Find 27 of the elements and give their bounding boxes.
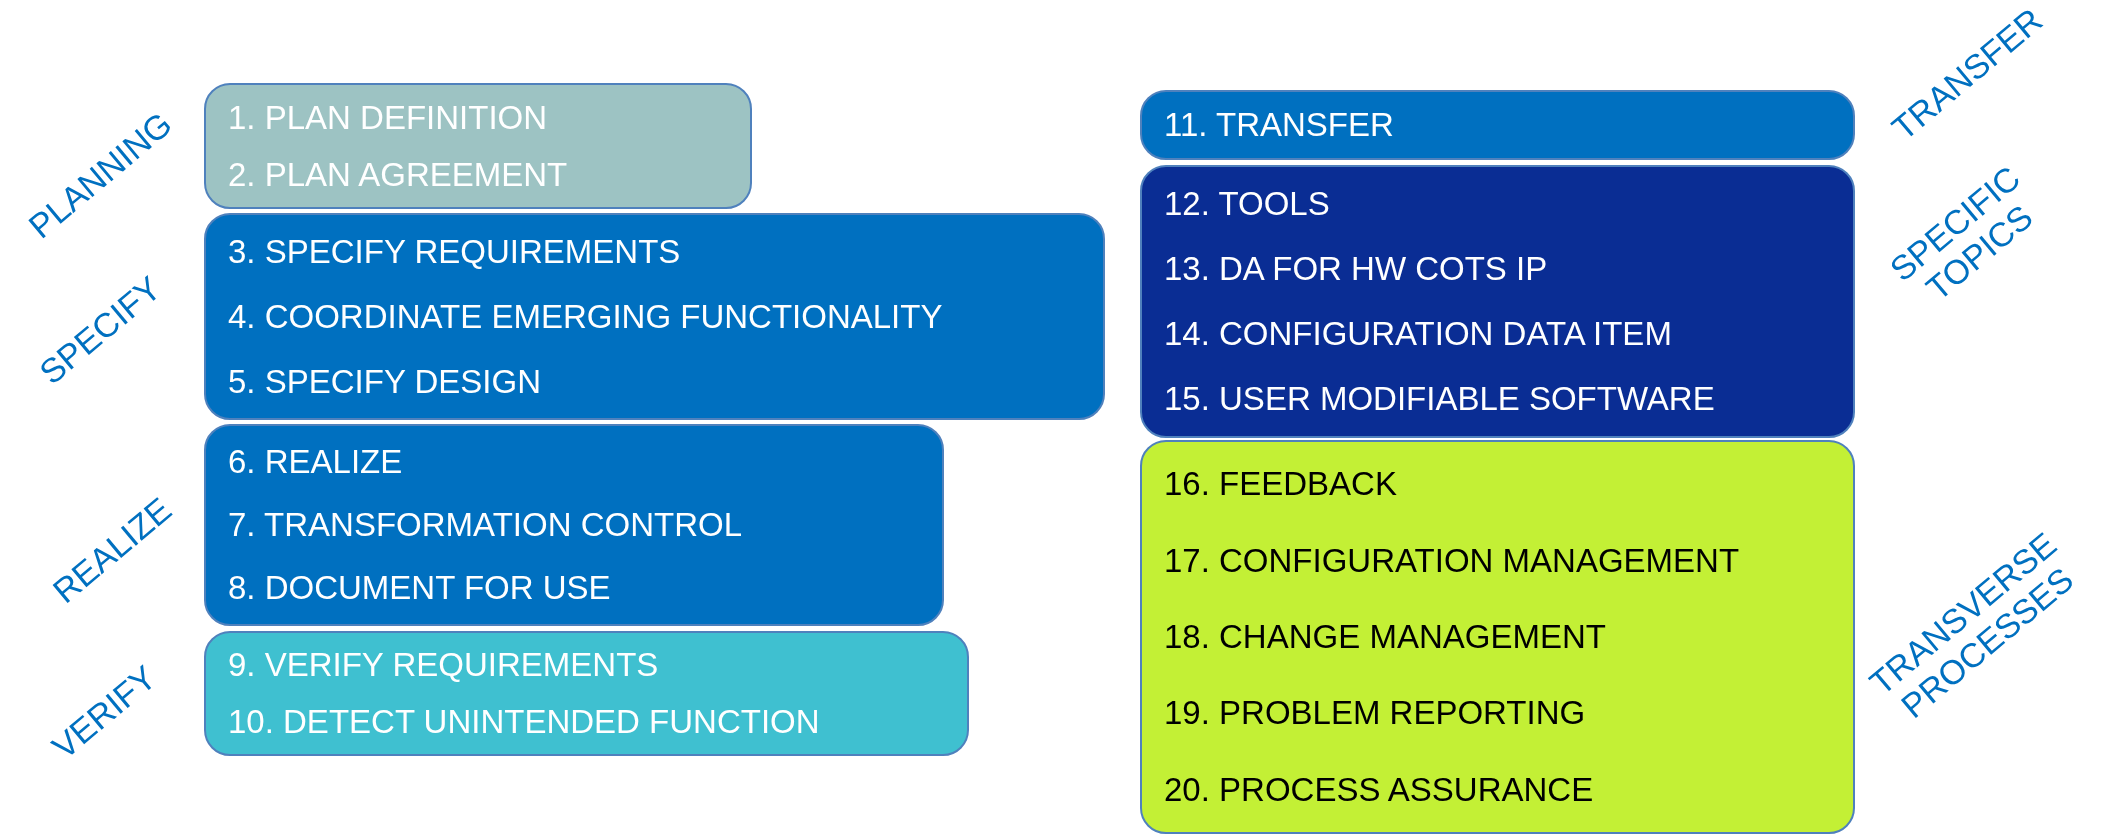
list-item: 4. COORDINATE EMERGING FUNCTIONALITY: [227, 296, 944, 337]
list-item: 8. DOCUMENT FOR USE: [227, 568, 612, 609]
list-item: 9. VERIFY REQUIREMENTS: [227, 645, 660, 686]
list-item: 15. USER MODIFIABLE SOFTWARE: [1163, 379, 1716, 420]
list-item: 1. PLAN DEFINITION: [227, 97, 549, 138]
list-item: 5. SPECIFY DESIGN: [227, 361, 542, 402]
list-item: 18. CHANGE MANAGEMENT: [1163, 616, 1607, 657]
list-item: 16. FEEDBACK: [1163, 464, 1398, 505]
list-item: 10. DETECT UNINTENDED FUNCTION: [227, 701, 821, 742]
list-item: 7. TRANSFORMATION CONTROL: [227, 505, 743, 545]
list-box: [1140, 165, 1855, 438]
list-box: [204, 83, 752, 209]
list-box: [1140, 90, 1855, 160]
list-box: [204, 424, 944, 626]
list-box: [204, 631, 969, 756]
list-item: 20. PROCESS ASSURANCE: [1163, 769, 1595, 810]
list-item: 2. PLAN AGREEMENT: [227, 154, 569, 195]
list-item: 3. SPECIFY REQUIREMENTS: [227, 231, 682, 272]
list-item: 12. TOOLS: [1163, 183, 1331, 224]
list-item: 13. DA FOR HW COTS IP: [1163, 248, 1549, 289]
list-box: [204, 213, 1105, 420]
list-item: 6. REALIZE: [227, 441, 404, 482]
list-item: 11. TRANSFER: [1163, 105, 1395, 145]
list-item: 14. CONFIGURATION DATA ITEM: [1163, 314, 1673, 355]
list-item: 19. PROBLEM REPORTING: [1163, 693, 1587, 734]
list-item: 17. CONFIGURATION MANAGEMENT: [1163, 540, 1741, 581]
list-box: [1140, 440, 1855, 834]
